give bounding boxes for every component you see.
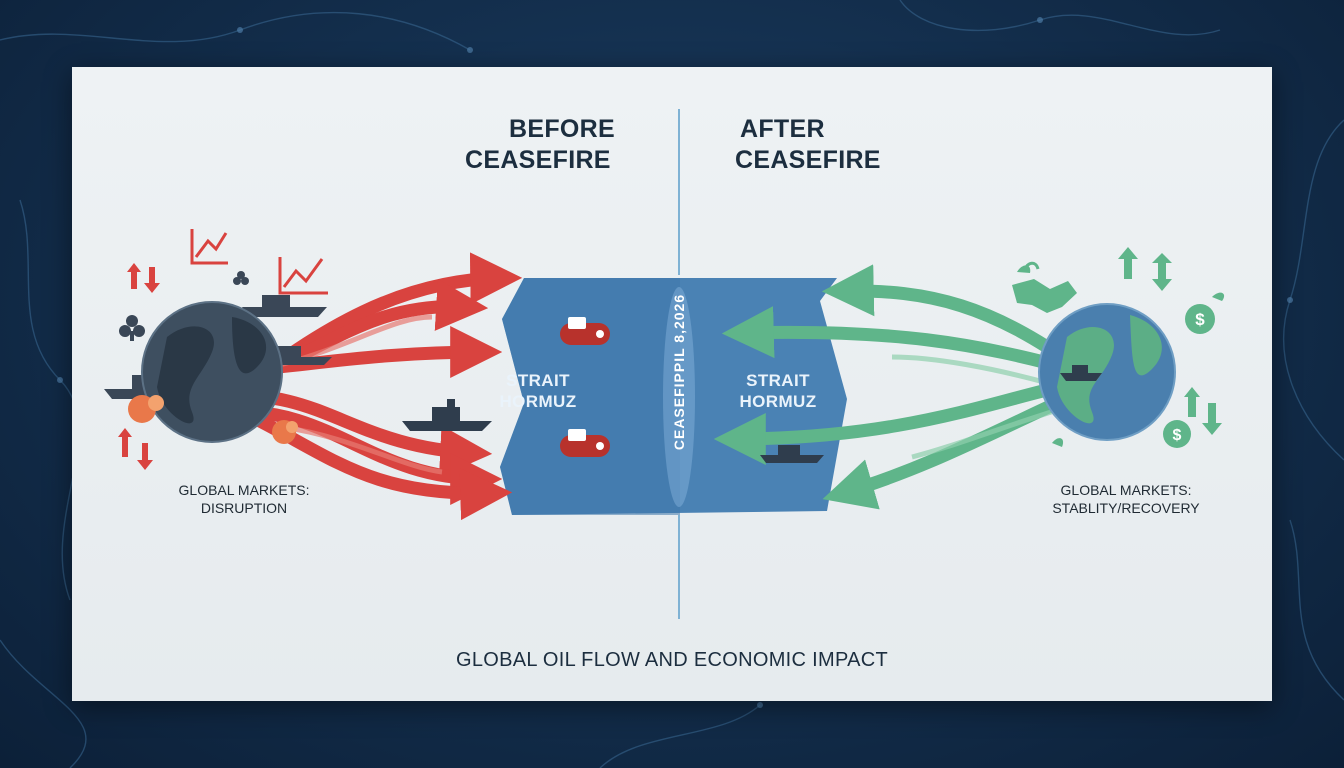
oil-flow-diagram: $ $: [104, 109, 1225, 619]
arrows-up-down-icon: [1184, 387, 1222, 435]
strait-label-before: STRAIT HORMUZ: [478, 370, 598, 412]
after-heading-line2: CEASEFIRE: [735, 146, 881, 174]
tanker-icon: [560, 429, 610, 457]
svg-text:$: $: [1195, 310, 1205, 329]
dollar-icon: $: [1163, 420, 1191, 448]
tanker-icon: [560, 317, 610, 345]
ship-icon: [1060, 365, 1102, 381]
strait-label-line1: STRAIT: [746, 371, 810, 390]
markets-label-disruption: GLOBAL MARKETS: DISRUPTION: [144, 481, 344, 517]
club-icon: [233, 271, 249, 285]
after-heading-line1: AFTER: [740, 115, 825, 143]
explosion-icon: [128, 395, 164, 423]
globe-icon: [1038, 303, 1176, 441]
leaf-icon: [1017, 265, 1225, 447]
club-icon: [119, 315, 145, 341]
arrows-up-down-icon: [127, 263, 160, 293]
strait-label-line2: HORMUZ: [499, 392, 577, 411]
markets-label-line2: DISRUPTION: [200, 500, 288, 516]
svg-text:$: $: [1173, 427, 1182, 444]
strait-label-after: STRAIT HORMUZ: [718, 370, 838, 412]
before-heading-line2: CEASEFIRE: [465, 146, 611, 174]
globe-icon: [141, 301, 283, 443]
chart-up-icon: [190, 229, 228, 265]
strait-label-line1: STRAIT: [506, 371, 570, 390]
strait-label-line2: HORMUZ: [739, 392, 817, 411]
markets-label-recovery: GLOBAL MARKETS: STABLITY/RECOVERY: [1026, 481, 1226, 517]
ceasefire-date-text: CEASEFIPPIL 8,2026: [671, 293, 687, 451]
infographic-panel: $ $ BEFORE CEASEFIRE AFTER CEASEFIRE STR…: [72, 67, 1272, 701]
arrows-up-down-icon: [118, 428, 153, 470]
diagram-caption: GLOBAL OIL FLOW AND ECONOMIC IMPACT: [455, 649, 889, 671]
dollar-icon: $: [1185, 304, 1215, 334]
warship-icon: [242, 295, 327, 317]
warship-icon: [402, 399, 492, 431]
markets-label-line1: GLOBAL MARKETS:: [1060, 482, 1192, 498]
markets-label-line2: STABLITY/RECOVERY: [1052, 500, 1200, 516]
arrows-up-down-icon: [1118, 247, 1172, 291]
warship-icon: [760, 445, 824, 463]
markets-label-line1: GLOBAL MARKETS:: [178, 482, 310, 498]
before-heading-line1: BEFORE: [509, 115, 615, 143]
chart-up-icon: [278, 257, 328, 295]
explosion-icon: [272, 420, 298, 444]
